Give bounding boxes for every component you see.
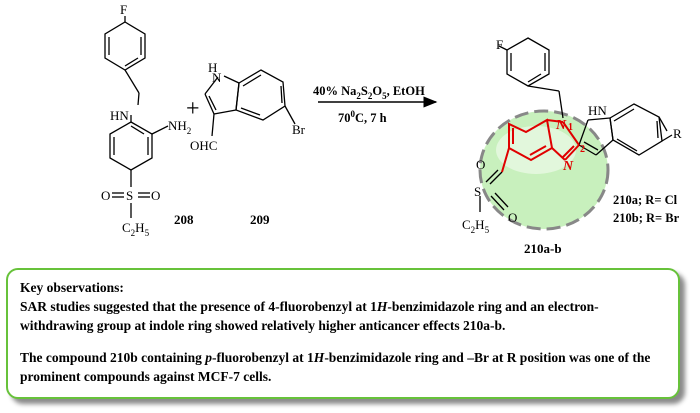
atom-o-208-right: O bbox=[151, 188, 160, 203]
atom-h-209: H bbox=[208, 60, 217, 75]
reaction-scheme: F HN NH2 S O O C2H5 208 + H N OHC Br 209… bbox=[101, 2, 682, 256]
locant-1-210: 1 bbox=[568, 122, 573, 133]
bubble-shine bbox=[496, 126, 576, 174]
atom-o-210-right: O bbox=[508, 210, 517, 225]
atom-f-208: F bbox=[120, 2, 127, 17]
atom-hn-208: HN bbox=[110, 108, 129, 123]
atom-n1-210: N bbox=[555, 118, 567, 133]
ethyl-208: C2H5 bbox=[122, 220, 150, 238]
atom-o-208-left: O bbox=[101, 188, 110, 203]
atom-o-210-top: O bbox=[476, 157, 485, 172]
compound-208 bbox=[104, 16, 169, 218]
compound-210 bbox=[479, 37, 673, 212]
atom-hn-210: HN bbox=[588, 103, 607, 118]
label-210a: 210a; R= Cl bbox=[613, 193, 678, 207]
observation-2: The compound 210b containing p-fluoroben… bbox=[20, 350, 651, 384]
compound-209 bbox=[204, 69, 296, 137]
label-210: 210a-b bbox=[524, 241, 562, 256]
atom-br-209: Br bbox=[292, 122, 306, 137]
label-208: 208 bbox=[174, 212, 194, 227]
atom-r-210: R bbox=[673, 126, 682, 141]
reaction-reagents: 40% Na2S2O5, EtOH bbox=[313, 84, 425, 101]
atom-s-210: S bbox=[474, 184, 481, 199]
atom-ohc-209: OHC bbox=[190, 138, 217, 153]
atom-s-208: S bbox=[126, 188, 133, 203]
key-observations-box: Key observations: SAR studies suggested … bbox=[6, 268, 680, 399]
observation-1: SAR studies suggested that the presence … bbox=[20, 299, 599, 333]
benzimidazole-core bbox=[501, 118, 580, 173]
ethyl-210: C2H5 bbox=[462, 217, 490, 235]
plus-sign: + bbox=[186, 96, 200, 122]
atom-n-209: N bbox=[212, 70, 222, 85]
locant-2-210: 2 bbox=[580, 144, 585, 155]
atom-f-210: F bbox=[496, 37, 503, 52]
label-210b: 210b; R= Br bbox=[613, 211, 680, 225]
observations-title: Key observations: bbox=[20, 280, 124, 295]
atom-n3-210: N bbox=[562, 159, 574, 174]
atom-nh2-208: NH2 bbox=[168, 118, 191, 136]
label-209: 209 bbox=[250, 212, 270, 227]
reaction-temperature: 700C, 7 h bbox=[338, 109, 387, 125]
